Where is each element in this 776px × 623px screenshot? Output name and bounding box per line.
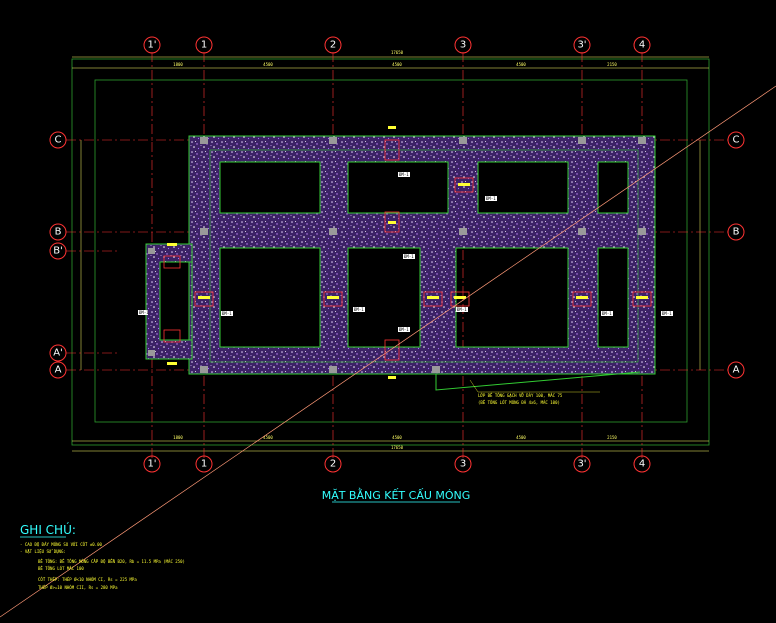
outer-frame: [71, 58, 710, 446]
axis-label-top-3: 3: [460, 40, 466, 51]
pile-cap-label-7: ĐM-1: [486, 196, 496, 201]
axis-label-bottom-2: 2: [330, 459, 336, 470]
dim-top-total: 17650: [391, 50, 404, 55]
note-line-3: BÊ TÔNG: BÊ TÔNG MÓNG CẤP ĐỘ BỀN B20, Rb…: [38, 559, 185, 564]
axis-label-top-4: 4: [639, 40, 645, 51]
pile-cap-label-3: ĐM-1: [457, 307, 467, 312]
pile-cap-label-4: ĐM-1: [602, 311, 612, 316]
annotation-line-1: LỚP BÊ TÔNG GẠCH VỠ DÀY 100, MÁC 75: [478, 393, 563, 398]
dim-top-seg-3: 4500: [392, 62, 402, 67]
drawing-title: MẶT BẰNG KẾT CẤU MÓNG: [322, 488, 471, 502]
axis-label-top-1: 1: [201, 40, 207, 51]
dim-bottom-seg-5: 2150: [607, 435, 617, 440]
axis-label-right-C: C: [733, 135, 740, 146]
axis-label-top-3p: 3': [577, 40, 586, 51]
pile-cap-markers: [163, 126, 652, 379]
dim-bottom-seg-4: 4500: [516, 435, 526, 440]
axis-bubbles-bottom: 1' 1 2 3 3' 4: [143, 455, 651, 473]
axis-label-left-A: A: [55, 365, 62, 376]
dim-top-seg-1: 1800: [173, 62, 183, 67]
axis-label-top-2: 2: [330, 40, 336, 51]
axis-label-right-A: A: [733, 365, 740, 376]
axis-label-left-Bp: B': [53, 246, 63, 257]
pile-cap-label-10: ĐM-1: [399, 327, 409, 332]
axis-label-left-Ap: A': [53, 348, 63, 359]
pile-cap-label-5: ĐM-1: [662, 311, 672, 316]
foundation-beams: [145, 135, 656, 391]
note-line-6: THÉP Ø>=10 NHÓM CII, Rs = 280 MPa: [38, 585, 118, 590]
note-line-1: - CAO ĐỘ ĐÁY MÓNG SO VỚI CỐT ±0.00: [20, 542, 102, 547]
column-nodes: [148, 137, 646, 373]
inner-frame: [94, 79, 688, 423]
pile-cap-label-6: ĐM-1: [399, 172, 409, 177]
dim-top-seg-4: 4500: [516, 62, 526, 67]
axis-label-bottom-3p: 3': [577, 459, 586, 470]
note-line-2: - VẬT LIỆU SỬ DỤNG:: [20, 549, 66, 554]
axis-bubbles-top: 1' 1 2 3 3' 4: [143, 36, 651, 54]
dim-top-seg-2: 4500: [263, 62, 273, 67]
dim-bottom-seg-2: 4500: [263, 435, 273, 440]
pile-cap-label-2: ĐM-1: [354, 307, 364, 312]
axis-bubbles-right: C B A: [727, 131, 745, 379]
axis-label-bottom-1: 1: [201, 459, 207, 470]
dim-bottom-seg-3: 4500: [392, 435, 402, 440]
pile-cap-label-9: ĐM-1: [139, 310, 149, 315]
axis-label-bottom-3: 3: [460, 459, 466, 470]
axis-label-bottom-4: 4: [639, 459, 645, 470]
dim-bottom-total: 17650: [391, 445, 404, 450]
axis-label-right-B: B: [733, 227, 740, 238]
pile-cap-label-1: ĐM-1: [222, 311, 232, 316]
axis-label-bottom-1p: 1': [147, 459, 156, 470]
note-line-4: BÊ TÔNG LÓT MÁC 100: [38, 566, 84, 571]
note-line-5: CỐT THÉP: THÉP Ø<10 NHÓM CI, Rs = 225 MP…: [38, 577, 137, 582]
diagonal-reference-line: [0, 85, 776, 618]
pile-cap-labels: ĐM-1 ĐM-1 ĐM-1 ĐM-1 ĐM-1 ĐM-1 ĐM-1 ĐM-1 …: [138, 172, 673, 332]
axis-bubbles-left: C B B' A' A: [49, 131, 67, 379]
axis-label-top-1p: 1': [147, 40, 156, 51]
notes-heading: GHI CHÚ:: [20, 522, 76, 537]
dim-bottom-seg-1: 1800: [173, 435, 183, 440]
dim-top-seg-5: 2150: [607, 62, 617, 67]
axis-label-left-B: B: [55, 227, 62, 238]
annotation-line-2: (BÊ TÔNG LÓT MÓNG ĐÁ 4x6, MÁC 100): [478, 400, 560, 405]
axis-label-left-C: C: [55, 135, 62, 146]
pile-cap-label-8: ĐM-1: [404, 254, 414, 259]
